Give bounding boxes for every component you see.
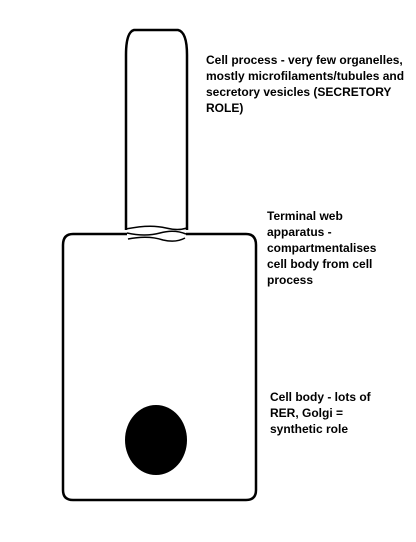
terminal-web-label-line-4: cell body from cell [267,257,373,271]
cell-body-label-line-2: RER, Golgi = [270,406,344,420]
cell-process-label-line-4: ROLE) [206,101,244,115]
cell-body-label-line-1: Cell body - lots of [270,390,371,404]
cell-body-label-line-3: synthetic role [270,422,349,436]
cell-process-label-line-1: Cell process - very few organelles, [206,53,403,67]
terminal-web-label-line-1: Terminal web [267,209,343,223]
terminal-web-apparatus [125,225,188,242]
nucleus [125,405,187,475]
terminal-web-label-line-5: process [267,273,314,287]
cell-process-label: Cell process - very few organelles, most… [206,52,404,116]
cell-process-label-line-2: mostly microfilaments/tubules and [206,69,405,83]
cell-body-outline [61,232,258,502]
cell-process-label-line-3: secretory vesicles (SECRETORY [206,85,392,99]
terminal-web-label-line-3: compartmentalises [267,241,377,255]
terminal-web-label: Terminal web apparatus - compartmentalis… [267,208,376,288]
terminal-web-label-line-2: apparatus - [267,225,332,239]
cell-process-outline [124,28,189,230]
cell-body-label: Cell body - lots of RER, Golgi = synthet… [270,389,371,437]
